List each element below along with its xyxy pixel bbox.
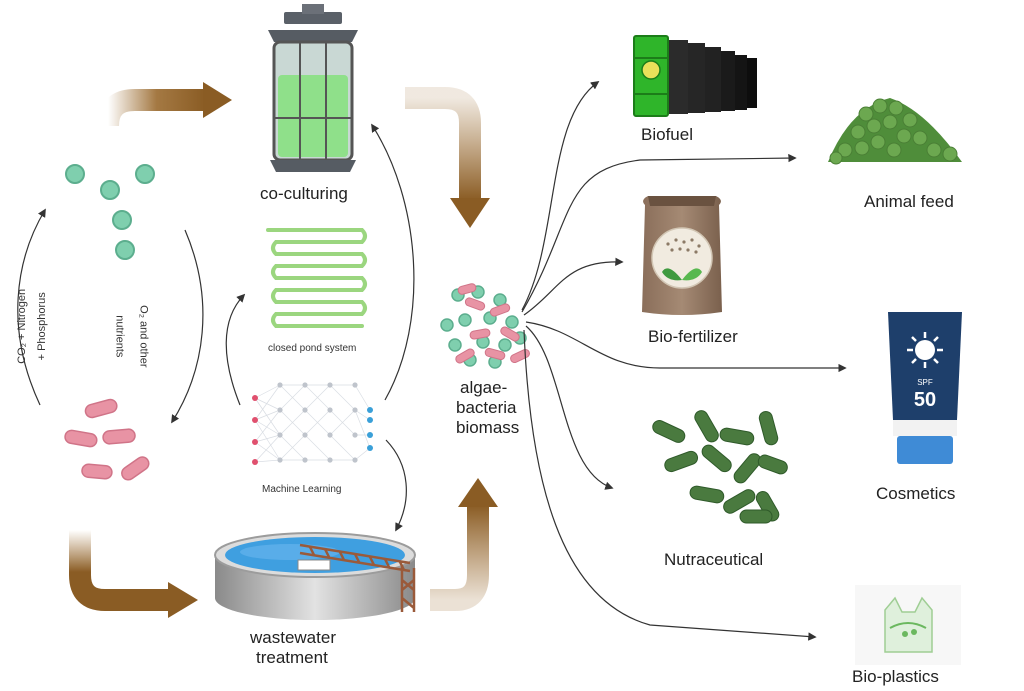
bioreactor-icon (268, 4, 358, 172)
flow-arrow-top-left (97, 82, 232, 127)
wastewater-tank-icon (214, 532, 416, 620)
bio-plastic-bag-icon (855, 585, 961, 665)
animal-feed-icon (828, 98, 962, 165)
arrow-to-animal-feed (521, 153, 797, 313)
flow-arrow-bottom-right (430, 478, 498, 611)
o2-nutrients-label-line1: O₂ and other (137, 305, 150, 368)
o2-nutrients-label-line2: nutrients (113, 315, 126, 358)
spf-label: SPF (917, 378, 933, 387)
co2-nutrients-label-line2: + Phosphorus (35, 292, 48, 361)
arrow-to-bio-plastics (523, 329, 817, 641)
wastewater-label-line2: treatment (256, 648, 328, 667)
algae-cells (65, 164, 155, 260)
coculturing-label: co-culturing (260, 184, 348, 203)
cosmetics-label: Cosmetics (876, 484, 956, 503)
flow-arrow-top-right (405, 87, 490, 228)
arrow-ml-to-bioreactor (371, 123, 415, 401)
arrow-to-biofuel (521, 81, 600, 311)
nutraceutical-label: Nutraceutical (664, 550, 764, 569)
bacteria-cells (64, 398, 150, 481)
arrow-to-nutraceutical (525, 325, 614, 490)
arrow-ml-to-pond (225, 293, 246, 406)
biofuel-label: Biofuel (641, 125, 693, 144)
arrow-co2-to-algae (17, 208, 46, 406)
nutraceutical-capsules-icon (650, 410, 790, 530)
flow-arrow-bottom-left (69, 530, 198, 618)
biomass-label-line2: bacteria (456, 398, 517, 417)
bio-fertilizer-label: Bio-fertilizer (648, 327, 738, 346)
arrow-o2-to-bacteria (171, 229, 204, 424)
co2-nutrients-label-line1: CO₂ + Nitrogen (16, 288, 29, 364)
machine-learning-icon (252, 382, 373, 465)
machine-learning-label: Machine Learning (262, 484, 342, 495)
closed-pond-icon (266, 228, 367, 328)
arrow-to-cosmetics (525, 321, 847, 373)
wastewater-label-line1: wastewater (250, 628, 336, 647)
bio-fertilizer-bag-icon (642, 196, 722, 315)
biomass-label-line1: algae- (460, 378, 508, 397)
arrow-to-bio-fertilizer (523, 257, 624, 316)
biomass-label-line3: biomass (456, 418, 520, 437)
bio-plastics-label: Bio-plastics (852, 667, 939, 686)
spf-value: 50 (914, 389, 936, 411)
sunscreen-tube-icon: SPF 50 (888, 312, 962, 464)
animal-feed-label: Animal feed (864, 192, 954, 211)
biomass-cluster (440, 283, 530, 369)
arrow-ml-to-wastewater (385, 439, 407, 532)
closed-pond-label: closed pond system (268, 343, 357, 354)
biofuel-barrels-icon (633, 35, 757, 117)
